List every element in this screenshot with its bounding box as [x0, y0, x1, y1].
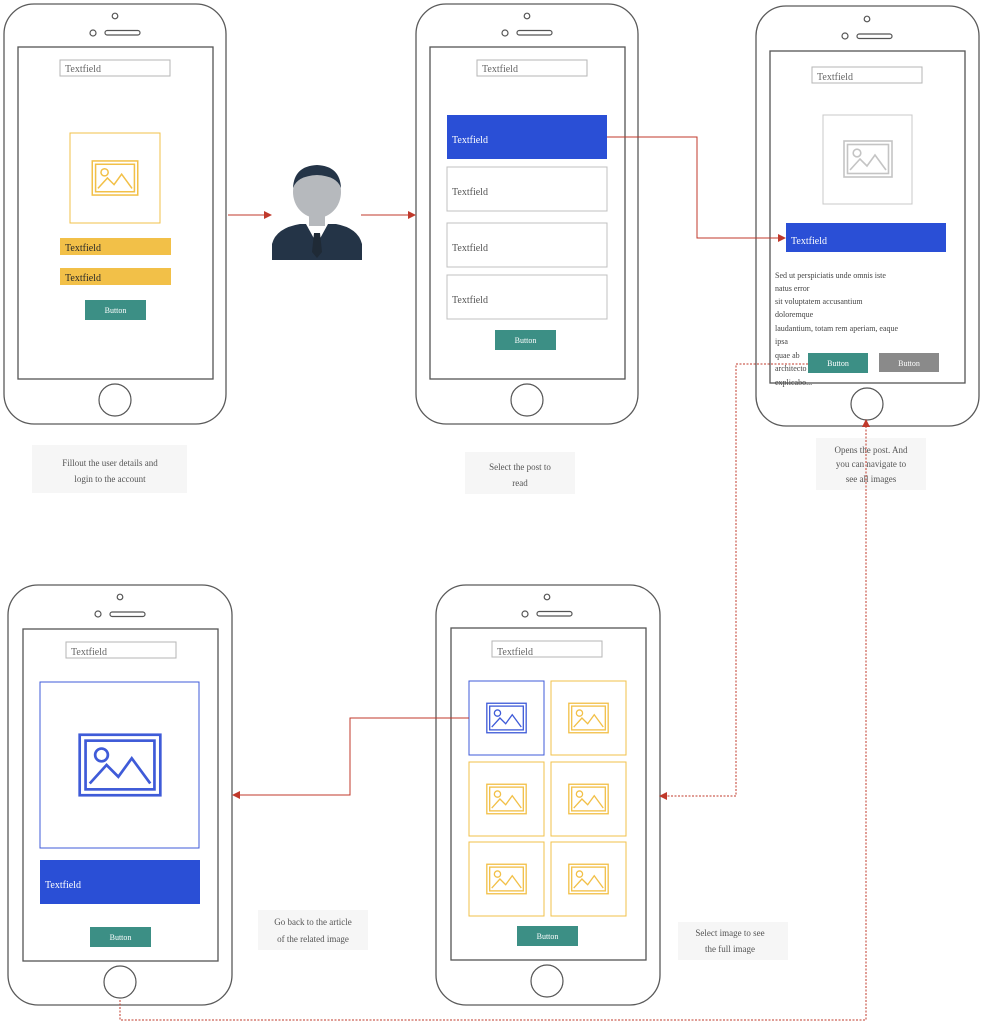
- caption-phone-5: Select image to see the full image: [678, 922, 788, 960]
- svg-text:Textfield: Textfield: [482, 64, 518, 75]
- svg-text:Textfield: Textfield: [452, 243, 488, 254]
- gallery-image[interactable]: [550, 761, 627, 837]
- svg-text:the full image: the full image: [705, 944, 755, 954]
- svg-text:Textfield: Textfield: [71, 647, 107, 658]
- caption-phone-3: Opens the post. And you can navigate to …: [816, 438, 926, 490]
- gallery-image[interactable]: [468, 761, 545, 837]
- secondary-button[interactable]: Button: [879, 353, 939, 372]
- post-item[interactable]: Textfield: [446, 274, 608, 320]
- post-item-selected[interactable]: Textfield: [447, 115, 607, 159]
- svg-text:Go back to the article: Go back to the article: [274, 917, 351, 927]
- password-field[interactable]: Textfield: [60, 268, 171, 285]
- svg-text:Button: Button: [110, 933, 132, 942]
- svg-text:explicabo...: explicabo...: [775, 378, 812, 387]
- view-images-button[interactable]: Button: [808, 353, 868, 373]
- post-item[interactable]: Textfield: [446, 166, 608, 212]
- svg-text:architecto: architecto: [775, 364, 807, 373]
- svg-text:Button: Button: [105, 306, 127, 315]
- svg-text:Fillout the user details a: Fillout the user details and: [62, 458, 158, 468]
- svg-text:Textfield: Textfield: [45, 880, 81, 891]
- post-item[interactable]: Textfield: [446, 222, 608, 268]
- svg-text:Select the post to: Select the post to: [489, 462, 551, 472]
- image-placeholder-icon: [39, 681, 200, 849]
- svg-text:quae ab: quae ab: [775, 351, 800, 360]
- svg-text:sit voluptatem accusantium: sit voluptatem accusantium: [775, 297, 863, 306]
- svg-text:read: read: [512, 478, 528, 488]
- gallery-image[interactable]: [468, 841, 545, 917]
- read-button[interactable]: Button: [495, 330, 556, 350]
- gallery-image[interactable]: [550, 841, 627, 917]
- search-textfield[interactable]: Textfield: [59, 59, 171, 77]
- svg-text:Button: Button: [898, 359, 920, 368]
- svg-text:Textfield: Textfield: [65, 273, 101, 284]
- user-avatar-icon: [272, 165, 362, 260]
- image-placeholder-icon: [822, 114, 913, 205]
- phone-1-login: Textfield Textfield Textfield Button: [3, 3, 227, 425]
- connector-post-to-gallery: [659, 363, 808, 800]
- svg-text:Textfield: Textfield: [452, 295, 488, 306]
- phone-3-post-detail: Textfield Textfield Sed ut perspiciatis …: [755, 5, 980, 427]
- svg-text:Select image to see: Select image to see: [695, 928, 764, 938]
- gallery-button[interactable]: Button: [517, 926, 578, 946]
- svg-text:Textfield: Textfield: [791, 236, 827, 247]
- image-placeholder-icon: [69, 132, 161, 224]
- svg-text:Textfield: Textfield: [65, 64, 101, 75]
- phone-2-post-list: Textfield Textfield Textfield Textfield …: [415, 3, 639, 425]
- svg-text:ipsa: ipsa: [775, 337, 788, 346]
- connector-back-to-post: [119, 419, 870, 1021]
- search-textfield[interactable]: Textfield: [65, 641, 177, 659]
- connector-list-to-post: [607, 136, 786, 242]
- svg-text:of the related image: of the related image: [277, 934, 349, 944]
- svg-text:Opens the post. And: Opens the post. And: [835, 445, 908, 455]
- post-title-bar: Textfield: [786, 223, 946, 252]
- search-textfield[interactable]: Textfield: [476, 59, 588, 77]
- search-textfield[interactable]: Textfield: [491, 640, 603, 658]
- login-button[interactable]: Button: [85, 300, 146, 320]
- svg-text:Textfield: Textfield: [497, 647, 533, 658]
- caption-phone-1: Fillout the user details and login to th…: [32, 445, 187, 493]
- caption-phone-2: Select the post to read: [465, 452, 575, 494]
- svg-text:Button: Button: [515, 336, 537, 345]
- phone-5-image-gallery: Textfield Button: [435, 584, 661, 1006]
- svg-text:Textfield: Textfield: [817, 72, 853, 83]
- svg-text:see all images: see all images: [846, 474, 897, 484]
- svg-text:Button: Button: [827, 359, 849, 368]
- flow-connectors: [119, 136, 870, 1021]
- gallery-image[interactable]: [550, 680, 627, 756]
- svg-text:Textfield: Textfield: [452, 135, 488, 146]
- svg-text:Textfield: Textfield: [65, 243, 101, 254]
- svg-text:laudantium, totam rem ap: laudantium, totam rem aperiam, eaque: [775, 324, 899, 333]
- image-title-bar: Textfield: [40, 860, 200, 904]
- back-button[interactable]: Button: [90, 927, 151, 947]
- svg-text:doloremque: doloremque: [775, 310, 814, 319]
- svg-text:login to the account: login to the account: [74, 474, 146, 484]
- svg-text:Button: Button: [537, 932, 559, 941]
- svg-text:Sed ut perspiciatis unde: Sed ut perspiciatis unde omnis iste: [775, 271, 886, 280]
- username-field[interactable]: Textfield: [60, 238, 171, 255]
- svg-text:natus error: natus error: [775, 284, 810, 293]
- connector-gallery-to-full-image: [232, 717, 469, 799]
- svg-text:Textfield: Textfield: [452, 187, 488, 198]
- caption-phone-4: Go back to the article of the related im…: [258, 910, 368, 950]
- phone-4-full-image: Textfield Textfield Button: [7, 584, 233, 1006]
- svg-text:you can navigate to: you can navigate to: [836, 459, 907, 469]
- post-body-text: Sed ut perspiciatis unde omnis iste natu…: [775, 271, 899, 387]
- search-textfield[interactable]: Textfield: [811, 66, 923, 84]
